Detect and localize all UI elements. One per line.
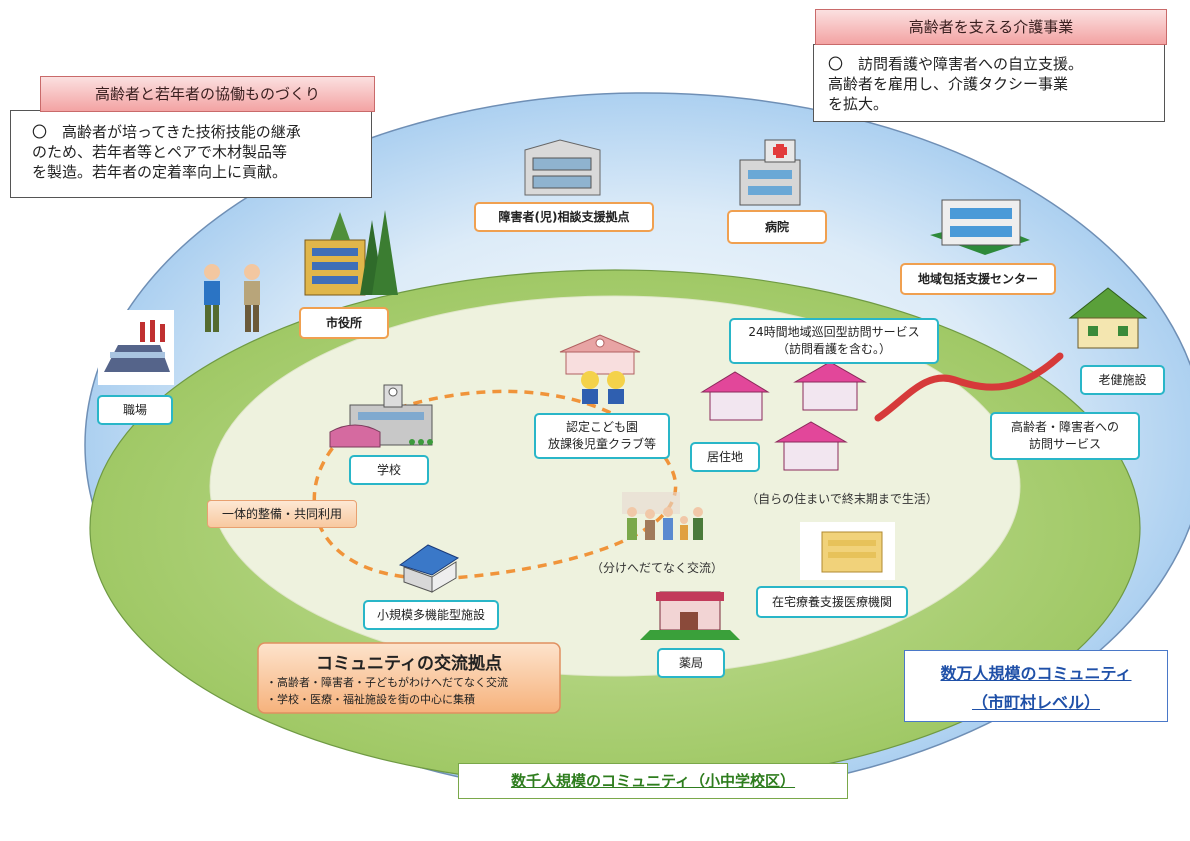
hospital-building-icon (739, 139, 801, 206)
nursing-home-house-icon (1068, 287, 1148, 349)
hub-line-2: ・学校・医療・福祉施設を街の中心に集積 (266, 693, 475, 706)
city-hall-building-icon (304, 210, 398, 296)
workers-people-icon (204, 264, 260, 332)
regional-support-building-icon (930, 199, 1030, 255)
clinic-building-icon (800, 522, 895, 580)
exchange-note: （分けへだてなく交流） (590, 561, 723, 575)
residence-house-icons (700, 361, 867, 471)
nursery-building-icon (559, 334, 641, 404)
right-callout-box (813, 44, 1165, 122)
hub-title: コミュニティの交流拠点 (316, 654, 502, 674)
pharmacy-shop-icon (640, 591, 740, 640)
mixed-people-crowd-icon (622, 492, 703, 540)
outer-community-label-line1: 数万人規模のコミュニティ (940, 664, 1132, 683)
integrated-use-label: 一体的整備・共同利用 (207, 500, 357, 528)
disability-center-label: 障害者(児)相談支援拠点 (474, 202, 654, 232)
residence-label: 居住地 (690, 442, 760, 472)
left-callout-title: 高齢者と若年者の協働ものづくり (40, 76, 375, 112)
hospital-label: 病院 (727, 210, 827, 244)
outer-community-label-box (904, 650, 1168, 722)
nursery-label: 認定こども園 放課後児童クラブ等 (534, 413, 670, 459)
workplace-label: 職場 (97, 395, 173, 425)
school-label: 学校 (349, 455, 429, 485)
right-callout-body: 〇 訪問看護や障害者への自立支援。 高齢者を雇用し、介護タクシー事業 を拡大。 (828, 55, 1084, 113)
elderly-visit-label: 高齢者・障害者への 訪問サービス (990, 412, 1140, 460)
dashed-link-ring (312, 389, 678, 581)
pharmacy-label: 薬局 (657, 648, 725, 678)
right-callout-title: 高齢者を支える介護事業 (815, 9, 1167, 45)
hub-box (257, 642, 561, 714)
nursing-home-label: 老健施設 (1080, 365, 1165, 395)
school-building-icon (329, 384, 433, 448)
left-callout-body: 〇 高齢者が培ってきた技術技能の継承 のため、若年者等とペアで木材製品等 を製造… (32, 123, 301, 181)
home-care-clinic-label: 在宅療養支援医療機関 (756, 586, 908, 618)
small-facility-label: 小規模多機能型施設 (363, 600, 499, 630)
inner-community-label: 数千人規模のコミュニティ（小中学校区） (458, 763, 848, 799)
visit-service-curve (874, 352, 1064, 422)
hub-line-1: ・高齢者・障害者・子どもがわけへだてなく交流 (266, 676, 508, 689)
visit-24h-label: 24時間地域巡回型訪問サービス （訪問看護を含む。） (729, 318, 939, 364)
city-hall-label: 市役所 (299, 307, 389, 339)
left-callout-box (10, 110, 372, 198)
regional-support-label: 地域包括支援センター (900, 263, 1056, 295)
factory-building-icon (98, 310, 174, 385)
end-of-life-note: （自らの住まいで終末期まで生活） (746, 492, 938, 506)
small-facility-house-icon (398, 544, 460, 593)
outer-community-label-line2: （市町村レベル） (971, 693, 1100, 712)
disability-center-building-icon (524, 139, 601, 196)
